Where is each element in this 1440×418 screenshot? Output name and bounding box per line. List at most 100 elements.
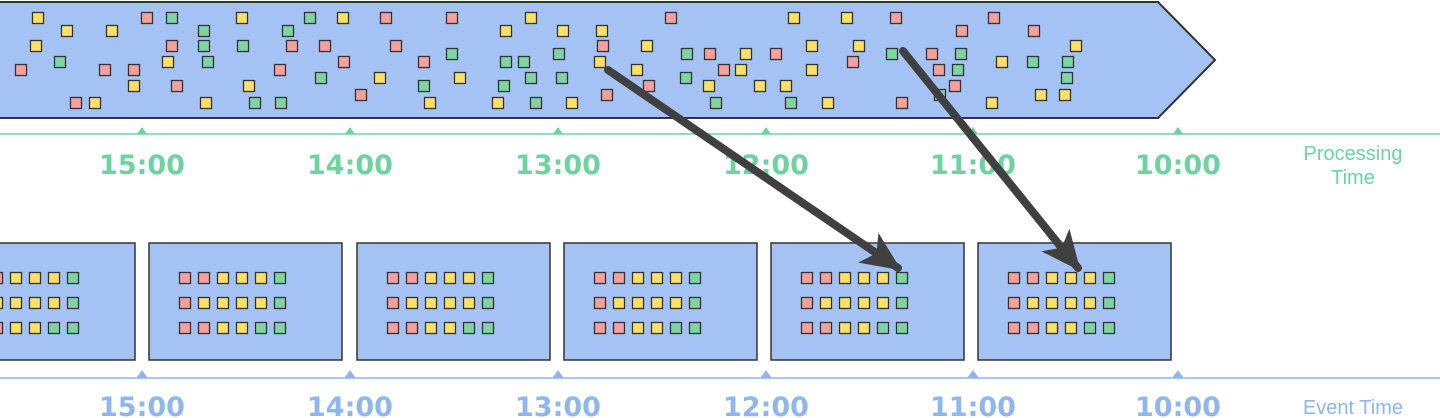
stream-item (664, 11, 678, 25)
event-window (770, 242, 965, 361)
event-tick-marker (136, 370, 148, 378)
stream-item (954, 47, 968, 61)
stream-item (717, 63, 731, 77)
stream-item (840, 11, 854, 25)
stream-item (517, 55, 531, 69)
window-item (1007, 321, 1021, 335)
stream-item (630, 63, 644, 77)
window-item (688, 296, 702, 310)
window-item (47, 271, 61, 285)
window-item (593, 321, 607, 335)
stream-item (955, 24, 969, 38)
event-tick-marker (967, 370, 979, 378)
window-item (631, 321, 645, 335)
processing-axis-title-line2: Time (1331, 167, 1375, 189)
window-item (876, 321, 890, 335)
stream-item (753, 79, 767, 93)
window-item (235, 296, 249, 310)
event-tick-label: 15:00 (99, 392, 185, 418)
window-item (216, 321, 230, 335)
window-item (1045, 321, 1059, 335)
window-item (800, 271, 814, 285)
window-item (443, 271, 457, 285)
window-item (462, 271, 476, 285)
event-window (148, 242, 343, 361)
window-item (819, 321, 833, 335)
window-item (254, 271, 268, 285)
window-item (47, 296, 61, 310)
window-item (1083, 296, 1097, 310)
event-tick-marker (552, 370, 564, 378)
window-item (631, 296, 645, 310)
stream-item (273, 63, 287, 77)
event-window (563, 242, 758, 361)
event-tick-marker (760, 370, 772, 378)
processing-tick-marker (761, 127, 771, 134)
stream-item (31, 11, 45, 25)
window-item (1102, 296, 1116, 310)
stream-item (951, 63, 965, 77)
stream-item (453, 71, 467, 85)
stream-item (987, 11, 1001, 25)
window-item (178, 321, 192, 335)
window-item (1026, 296, 1040, 310)
window-item (0, 321, 4, 335)
window-item (1064, 321, 1078, 335)
stream-item (821, 96, 835, 110)
stream-item (165, 39, 179, 53)
stream-item (805, 63, 819, 77)
stream-item (499, 55, 513, 69)
processing-tick-marker (553, 127, 563, 134)
stream-item (948, 79, 962, 93)
stream-item (423, 96, 437, 110)
event-tick-label: 11:00 (930, 392, 1016, 418)
window-item (1007, 296, 1021, 310)
window-item (28, 321, 42, 335)
stream-item (235, 11, 249, 25)
stream-item (417, 55, 431, 69)
stream-item (127, 79, 141, 93)
window-item (819, 271, 833, 285)
window-item (650, 321, 664, 335)
stream-item (303, 11, 317, 25)
window-item (197, 296, 211, 310)
window-item (895, 296, 909, 310)
stream-item (680, 47, 694, 61)
window-item (216, 296, 230, 310)
stream-item (895, 96, 909, 110)
stream-item (995, 55, 1009, 69)
stream-item (565, 96, 579, 110)
stream-item (779, 79, 793, 93)
stream-items (14, 11, 1083, 110)
window-item (895, 321, 909, 335)
event-window (356, 242, 551, 361)
stream-item (69, 96, 83, 110)
window-item (481, 296, 495, 310)
window-item (443, 296, 457, 310)
window-item (631, 271, 645, 285)
window-item (178, 296, 192, 310)
stream-item (417, 79, 431, 93)
stream-item (739, 47, 753, 61)
window-item (235, 321, 249, 335)
stream-item (642, 79, 656, 93)
window-item (838, 296, 852, 310)
stream-item (703, 47, 717, 61)
window-item (876, 271, 890, 285)
stream-item (165, 11, 179, 25)
stream-item (787, 11, 801, 25)
stream-item (88, 96, 102, 110)
window-item (838, 321, 852, 335)
window-item (9, 271, 23, 285)
stream-item (337, 55, 351, 69)
late-arrow-2 (899, 47, 1082, 272)
window-item (28, 271, 42, 285)
stream-item (932, 63, 946, 77)
stream-item (127, 63, 141, 77)
window-item (254, 296, 268, 310)
window-item (386, 321, 400, 335)
processing-stream (0, 1, 1217, 119)
window-item (1026, 271, 1040, 285)
late-data-arrows (604, 47, 1082, 272)
stream-item (199, 96, 213, 110)
